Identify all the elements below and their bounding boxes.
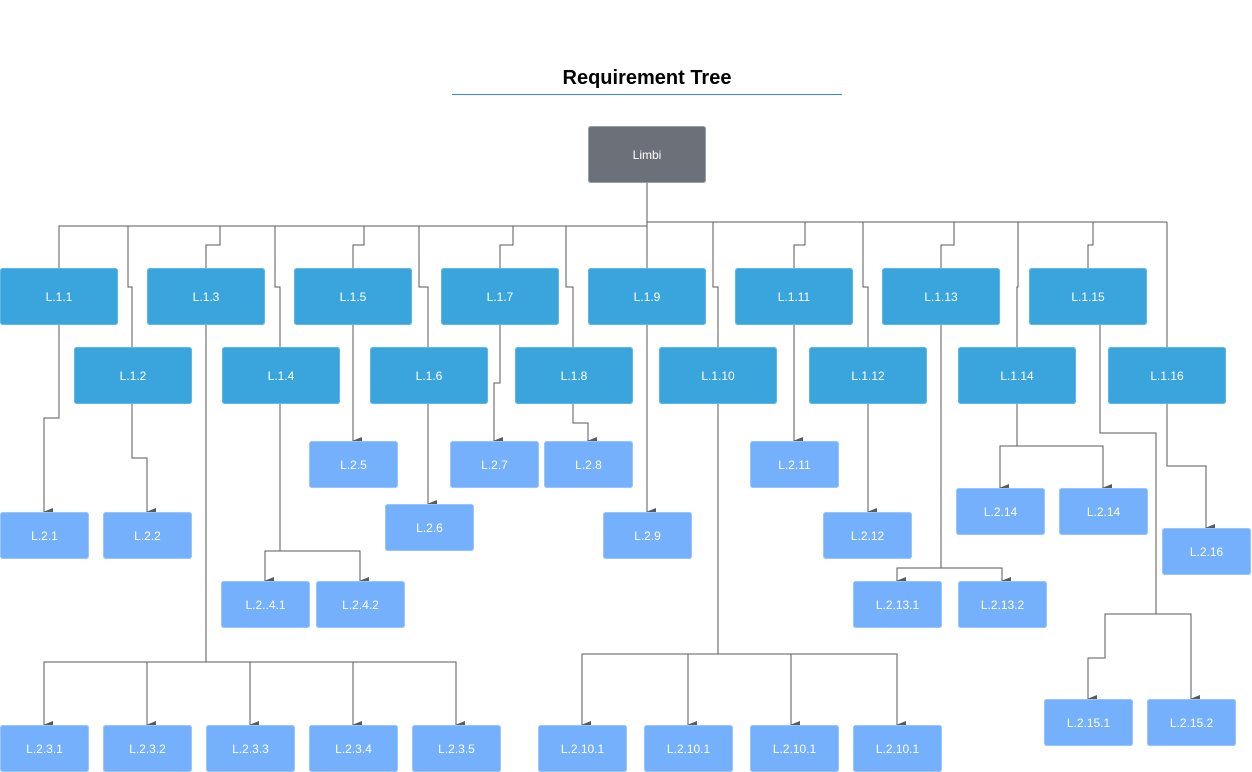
tree-node-l-2-13-2[interactable]: L.2.13.2 [958, 581, 1047, 628]
tree-node-l-2-5[interactable]: L.2.5 [309, 441, 398, 488]
connector-line [43, 325, 60, 516]
tree-node-l-1-4[interactable]: L.1.4 [222, 347, 340, 404]
diagram-title: Requirement Tree [562, 67, 732, 89]
tree-node-l-2-3-4[interactable]: L.2.3.4 [309, 725, 398, 772]
title-underline [452, 94, 842, 95]
tree-node-l-2-10-1b[interactable]: L.2.10.1 [644, 725, 733, 772]
tree-node-l-2-3-5[interactable]: L.2.3.5 [412, 725, 501, 772]
tree-node-l-2-10-1d[interactable]: L.2.10.1 [853, 725, 942, 772]
connector-line [565, 226, 574, 347]
tree-node-l-1-14[interactable]: L.1.14 [958, 347, 1076, 404]
tree-node-l-2-8[interactable]: L.2.8 [544, 441, 633, 488]
tree-node-l-1-9[interactable]: L.1.9 [588, 268, 706, 325]
connector-line [793, 222, 806, 268]
tree-node-l-1-1[interactable]: L.1.1 [0, 268, 118, 325]
tree-node-l-2-3-3[interactable]: L.2.3.3 [206, 725, 295, 772]
connector-line [131, 404, 156, 516]
connector-line [205, 226, 221, 268]
connector-line [127, 226, 133, 347]
connector-line [1156, 613, 1200, 703]
connector-line [712, 222, 719, 347]
tree-node-l-2-6[interactable]: L.2.6 [385, 504, 474, 551]
connector-line [572, 404, 597, 445]
connector-line [1166, 404, 1215, 532]
tree-node-l-2-2[interactable]: L.2.2 [103, 512, 192, 559]
tree-node-l-2-13-1[interactable]: L.2.13.1 [853, 581, 942, 628]
connector-line [264, 404, 281, 585]
tree-node-l-2-15-1[interactable]: L.2.15.1 [1044, 699, 1133, 746]
tree-node-l-2-14a[interactable]: L.2.14 [956, 488, 1045, 535]
connector-line [941, 567, 1011, 585]
tree-node-l-1-3[interactable]: L.1.3 [147, 268, 265, 325]
tree-node-l-2-3-2[interactable]: L.2.3.2 [103, 725, 192, 772]
connector-line [280, 550, 369, 585]
connector-line [58, 225, 647, 268]
tree-node-l-2-11[interactable]: L.2.11 [750, 441, 839, 488]
tree-node-l-1-11[interactable]: L.1.11 [735, 268, 853, 325]
connector-line [940, 222, 955, 268]
connector-line [352, 226, 365, 268]
tree-node-l-2-10-1a[interactable]: L.2.10.1 [538, 725, 627, 772]
tree-node-l-2-16[interactable]: L.2.16 [1162, 528, 1251, 575]
tree-node-l-1-5[interactable]: L.1.5 [294, 268, 412, 325]
tree-node-l-2-4-1[interactable]: L.2..4.1 [221, 581, 310, 628]
tree-node-l-2-9[interactable]: L.2.9 [603, 512, 692, 559]
connector-line [999, 404, 1018, 492]
connector-line [1017, 445, 1112, 492]
tree-node-l-1-6[interactable]: L.1.6 [370, 347, 488, 404]
tree-node-l-2-3-1[interactable]: L.2.3.1 [0, 725, 89, 772]
tree-node-l-1-7[interactable]: L.1.7 [441, 268, 559, 325]
connector-line [43, 325, 207, 729]
tree-node-l-1-2[interactable]: L.1.2 [74, 347, 192, 404]
connector-line [418, 226, 429, 347]
tree-node-l-2-15-2[interactable]: L.2.15.2 [1147, 699, 1236, 746]
connector-line [493, 325, 503, 445]
connector-line [1087, 222, 1094, 268]
connector-line [274, 226, 281, 347]
connector-line [718, 653, 906, 729]
connector-line [206, 661, 465, 729]
tree-node-l-1-12[interactable]: L.1.12 [809, 347, 927, 404]
tree-node-l-1-16[interactable]: L.1.16 [1108, 347, 1226, 404]
tree-node-l-2-4-2[interactable]: L.2.4.2 [316, 581, 405, 628]
tree-node-l-1-10[interactable]: L.1.10 [659, 347, 777, 404]
tree-node-l-2-1[interactable]: L.2.1 [0, 512, 89, 559]
connector-line [896, 325, 942, 585]
connector-line [1016, 222, 1019, 347]
tree-node-l-1-8[interactable]: L.1.8 [515, 347, 633, 404]
tree-node-l-2-7[interactable]: L.2.7 [450, 441, 539, 488]
connector-line [862, 222, 869, 347]
tree-node-l-1-15[interactable]: L.1.15 [1029, 268, 1147, 325]
connector-line [581, 404, 719, 729]
tree-node-l-2-14b[interactable]: L.2.14 [1059, 488, 1148, 535]
connector-line [499, 226, 514, 268]
tree-node-l-1-13[interactable]: L.1.13 [882, 268, 1000, 325]
tree-node-l-2-10-1c[interactable]: L.2.10.1 [750, 725, 839, 772]
root-node-limbi[interactable]: Limbi [588, 126, 706, 183]
tree-node-l-2-12[interactable]: L.2.12 [823, 512, 912, 559]
connector-line [1087, 325, 1157, 703]
